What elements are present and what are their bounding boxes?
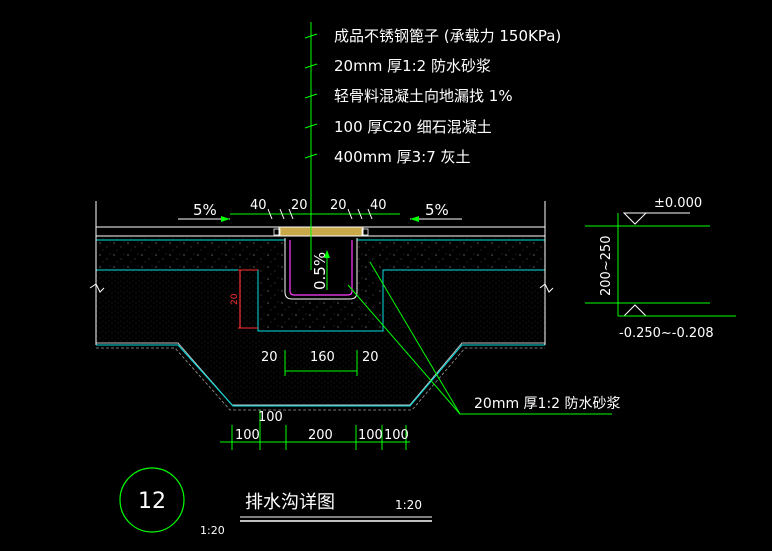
slope-arrowhead-left [221,216,230,222]
dim-40-left: 40 [250,198,267,213]
detail-number: 12 [138,489,166,514]
bottom-dim-s3: 100 [358,428,383,443]
dim-40-right: 40 [370,198,387,213]
break-mark-right [539,283,554,293]
detail-scale: 1:20 [395,498,422,512]
elev-bottom-label: -0.250~-0.208 [619,326,714,341]
bottom-callout-label: 20mm 厚1:2 防水砂浆 [474,396,621,412]
grating-seat-left [273,228,281,236]
cyan-channel-outline [96,269,545,332]
dim-20-a: 20 [291,198,308,213]
grating-seat-right [361,228,369,236]
channel-slope-arrowhead [324,250,330,258]
cyan-outline-soil [96,344,545,407]
bottom-dim-s4: 100 [384,428,409,443]
dim-20-b: 20 [330,198,347,213]
lime-soil-layer [96,268,545,403]
bottom-dim-ext [231,410,407,450]
callout-leader-2 [369,261,461,415]
elev-depth-label: 200~250 [599,235,614,296]
bottom-dim-s2: 200 [308,428,333,443]
detail-number-circle [119,467,185,533]
steel-grating [278,226,364,237]
soil-outline [96,342,545,406]
detail-scale-small: 1:20 [200,524,225,537]
bottom-dim-s1: 100 [235,428,260,443]
top-dim-ticks [267,208,373,220]
bottom-dim-100-top: 100 [258,410,283,425]
elev-top-label: ±0.000 [654,196,702,211]
layer-label-5: 400mm 厚3:7 灰土 [334,148,471,166]
mid-dim-left: 20 [261,350,278,365]
slope-arrowhead-right [410,216,419,222]
layer-label-4: 100 厚C20 细石混凝土 [334,118,492,136]
slope-left-label: 5% [193,201,217,219]
channel-slope-label: 0.5% [311,252,329,290]
callout-leader-1 [347,284,461,415]
elev-mark-bottom [622,304,648,317]
mid-dim-center: 160 [310,350,335,365]
detail-title: 排水沟详图 [245,492,335,513]
layer-label-3: 轻骨料混凝土向地漏找 1% [334,87,513,105]
soil-base-line [96,347,545,411]
break-mark-left [89,283,105,293]
channel-mortar [289,240,353,296]
elev-mark-top [622,212,648,225]
slope-right-label: 5% [425,201,449,219]
mid-dim-right: 20 [362,350,379,365]
layer-leader-ticks [304,33,318,159]
layer-label-1: 成品不锈钢篦子 (承载力 150KPa) [334,27,561,45]
layer-label-2: 20mm 厚1:2 防水砂浆 [334,57,491,75]
red-dim-label: 20 [230,293,240,305]
